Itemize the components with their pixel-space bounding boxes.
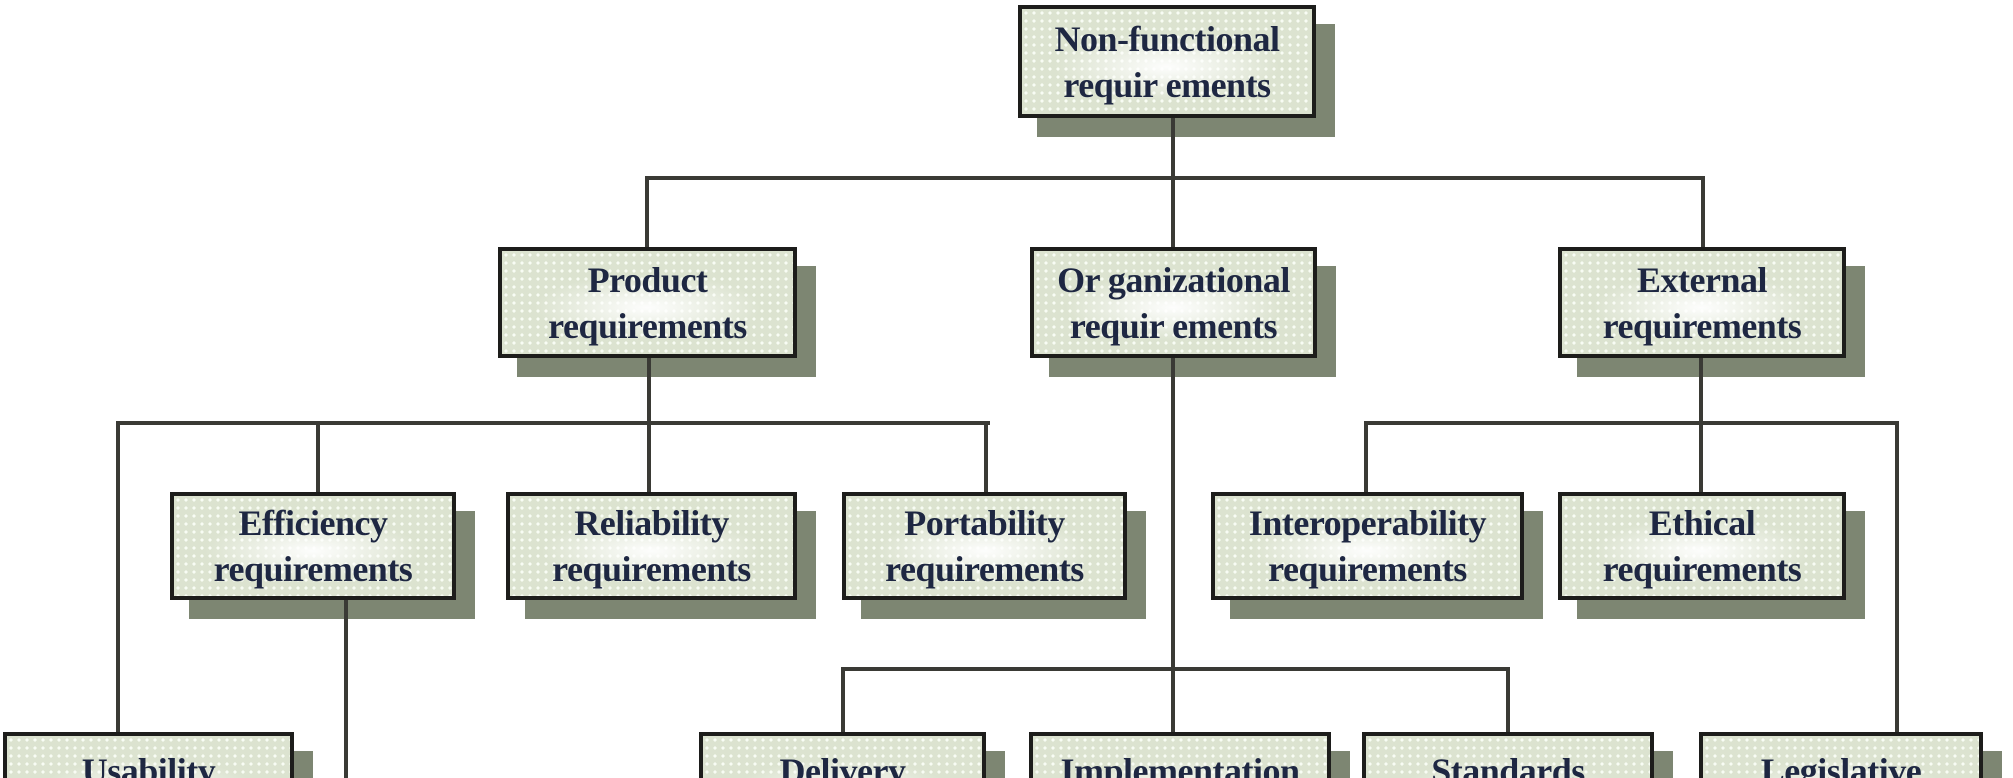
node-usability-requirements: Usability [3, 732, 294, 778]
node-label: Ethical [1648, 503, 1756, 543]
node-label: requirements [1602, 305, 1802, 346]
node-label: External [1637, 259, 1767, 300]
node-product-requirements: Product requirements [498, 247, 797, 358]
connector-rail-organizational [841, 667, 1510, 671]
connector-interoperability-drop [1364, 421, 1368, 494]
node-interoperability-requirements: Interoperability requirements [1211, 492, 1524, 600]
connector-external-ethical [1699, 357, 1703, 494]
connector-product-reliability [647, 357, 651, 494]
connector-nonfunctional-drop [1171, 118, 1175, 249]
connector-portability-drop [984, 421, 988, 494]
node-implementation-requirements: Implementation [1029, 732, 1331, 778]
connector-external-drop [1701, 176, 1705, 249]
node-label: Standards [1431, 751, 1585, 778]
node-label: Implementation [1060, 751, 1301, 778]
connector-rail-level1 [645, 176, 1705, 180]
connector-rail-external [1364, 421, 1899, 425]
node-label: Delivery [779, 751, 906, 778]
connector-rail-product [116, 421, 990, 425]
connector-efficiency-children-drop [344, 598, 348, 778]
node-label: Interoperability [1248, 503, 1487, 543]
node-reliability-requirements: Reliability requirements [506, 492, 797, 600]
connector-standards-drop [1506, 667, 1510, 734]
node-non-functional-requirements: Non-functional requir ements [1018, 5, 1316, 118]
connector-product-drop [645, 176, 649, 249]
node-label: Non-functional [1054, 18, 1280, 59]
node-legislative-requirements: Legislative [1699, 732, 1983, 778]
node-label: requirements [1268, 549, 1467, 589]
node-label: requirements [552, 549, 751, 589]
node-label: requirements [213, 549, 413, 589]
node-label: Reliability [574, 503, 729, 543]
connector-efficiency-drop [316, 421, 320, 494]
node-label: requirements [1602, 549, 1802, 589]
node-label: requir ements [1063, 64, 1271, 105]
node-external-requirements: External requirements [1558, 247, 1846, 358]
node-label: requir ements [1069, 305, 1278, 346]
node-portability-requirements: Portability requirements [842, 492, 1127, 600]
node-label: Or ganizational [1057, 259, 1290, 300]
node-label: Efficiency [238, 503, 388, 543]
node-label: Usability [81, 751, 216, 778]
node-label: Portability [904, 503, 1065, 543]
node-organizational-requirements: Or ganizational requir ements [1030, 247, 1317, 358]
connector-organizational-implementation [1171, 357, 1175, 734]
node-standards-requirements: Standards [1362, 732, 1654, 778]
connector-legislative-drop [1895, 421, 1899, 734]
node-label: Legislative [1760, 751, 1922, 778]
node-label: Product [587, 259, 708, 300]
node-label: requirements [885, 549, 1084, 589]
connector-usability-drop [116, 421, 120, 734]
node-delivery-requirements: Delivery [699, 732, 986, 778]
node-ethical-requirements: Ethical requirements [1558, 492, 1846, 600]
node-label: requirements [548, 305, 747, 346]
connector-delivery-drop [841, 667, 845, 734]
node-efficiency-requirements: Efficiency requirements [170, 492, 456, 600]
